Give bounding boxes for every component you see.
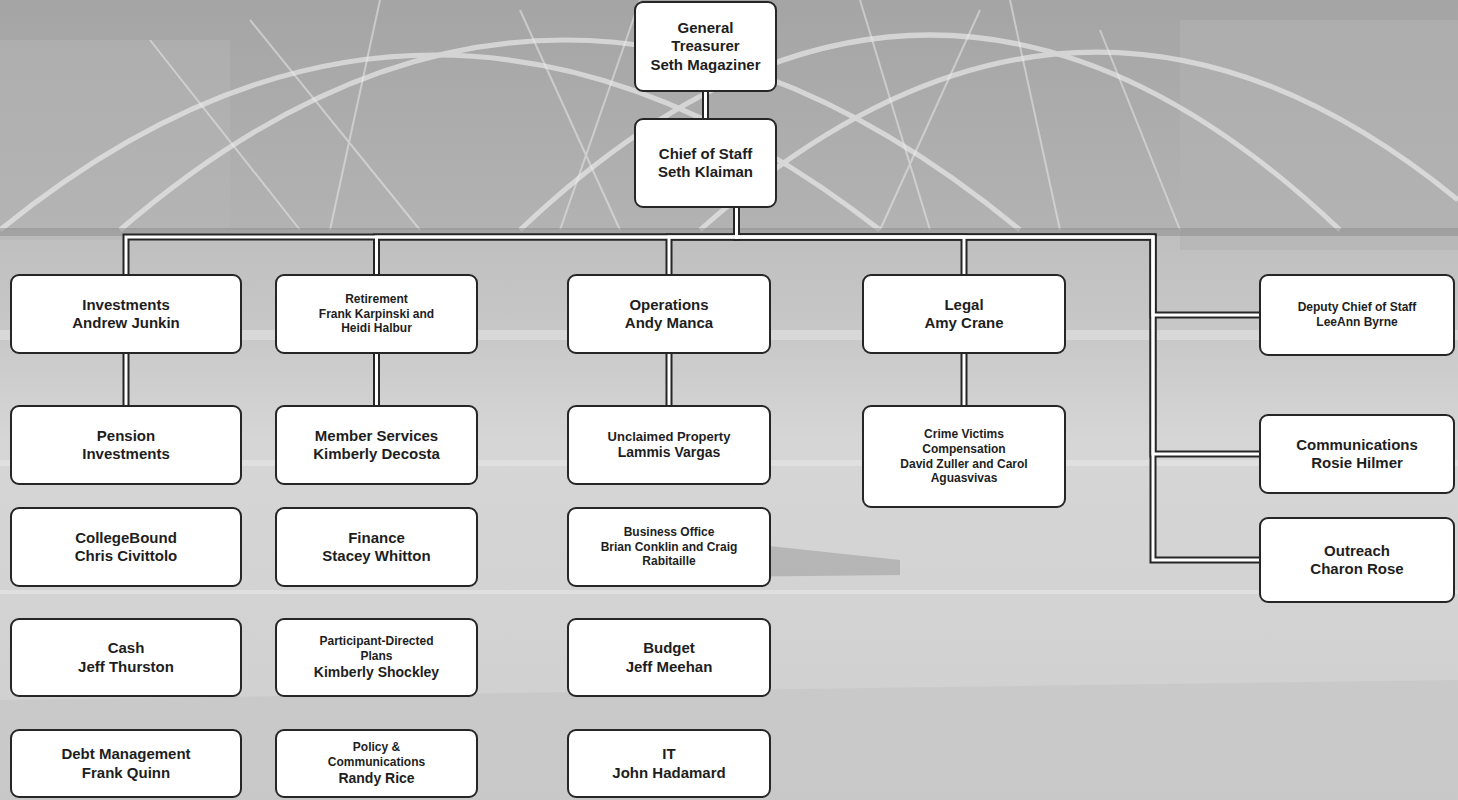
unit-title: CollegeBound xyxy=(75,529,177,547)
person-name: Amy Crane xyxy=(924,314,1003,332)
person-name: John Hadamard xyxy=(612,764,725,782)
unit-title: Unclaimed Property xyxy=(608,429,731,445)
unit-title: Investments xyxy=(82,296,170,314)
person-name: Frank Karpinski and Heidi Halbur xyxy=(304,307,449,336)
org-box: Member ServicesKimberly Decosta xyxy=(275,405,478,485)
unit-title: Finance xyxy=(348,529,405,547)
org-box: InvestmentsAndrew Junkin xyxy=(10,274,242,354)
org-box: FinanceStacey Whitton xyxy=(275,507,478,587)
connector-line xyxy=(669,208,737,274)
unit-title: Participant-Directed Plans xyxy=(307,634,447,663)
person-name: Seth Klaiman xyxy=(658,163,753,181)
unit-title: Crime Victims Compensation xyxy=(899,427,1029,456)
org-box: Business OfficeBrian Conklin and Craig R… xyxy=(567,507,771,587)
org-box: General TreasurerSeth Magaziner xyxy=(634,1,777,92)
org-box: Chief of StaffSeth Klaiman xyxy=(634,118,777,208)
org-box: Debt ManagementFrank Quinn xyxy=(10,729,242,798)
unit-title: Communications xyxy=(1296,436,1418,454)
person-name: Kimberly Shockley xyxy=(314,664,439,681)
org-box: ITJohn Hadamard xyxy=(567,729,771,798)
org-box: CashJeff Thurston xyxy=(10,618,242,697)
person-name: Brian Conklin and Craig Rabitaille xyxy=(594,540,744,569)
org-box: CommunicationsRosie Hilmer xyxy=(1259,414,1455,494)
unit-title: Legal xyxy=(944,296,983,314)
org-box: LegalAmy Crane xyxy=(862,274,1066,354)
connector-outline xyxy=(669,208,737,274)
person-name: Jeff Thurston xyxy=(78,658,174,676)
org-box: RetirementFrank Karpinski and Heidi Halb… xyxy=(275,274,478,354)
org-box: Unclaimed PropertyLammis Vargas xyxy=(567,405,771,485)
person-name: Rosie Hilmer xyxy=(1311,454,1403,472)
connector-line xyxy=(704,92,707,118)
connector-line xyxy=(375,354,378,405)
person-name: LeeAnn Byrne xyxy=(1316,315,1397,330)
unit-title: Business Office xyxy=(624,525,715,540)
unit-title: Debt Management xyxy=(61,745,190,763)
unit-title: IT xyxy=(662,745,675,763)
person-name: Andy Manca xyxy=(625,314,713,332)
person-name: Chris Civittolo xyxy=(75,547,178,565)
org-box: OutreachCharon Rose xyxy=(1259,517,1455,603)
org-box: Pension Investments xyxy=(10,405,242,485)
person-name: Lammis Vargas xyxy=(618,444,721,461)
connector-outline xyxy=(126,208,737,274)
org-box: Participant-Directed PlansKimberly Shock… xyxy=(275,618,478,697)
connector-line xyxy=(377,208,737,274)
unit-title: Policy & Communications xyxy=(322,740,432,769)
org-box: Crime Victims CompensationDavid Zuller a… xyxy=(862,405,1066,508)
unit-title: General Treasurer xyxy=(644,19,767,56)
person-name: Frank Quinn xyxy=(82,764,170,782)
connector-line xyxy=(737,208,965,274)
connector-line xyxy=(126,208,737,274)
connector-outline xyxy=(666,354,673,405)
connector-outline xyxy=(123,354,130,405)
connector-outline xyxy=(377,208,737,274)
person-name: Charon Rose xyxy=(1310,560,1403,578)
connector-line xyxy=(125,354,128,405)
person-name: Seth Magaziner xyxy=(650,56,760,74)
connector-line xyxy=(668,354,671,405)
unit-title: Chief of Staff xyxy=(659,145,752,163)
person-name: Jeff Meehan xyxy=(626,658,713,676)
unit-title: Budget xyxy=(643,639,695,657)
org-box: OperationsAndy Manca xyxy=(567,274,771,354)
connector-outline xyxy=(702,92,709,118)
unit-title: Operations xyxy=(629,296,708,314)
unit-title: Pension Investments xyxy=(71,427,181,464)
connector-line xyxy=(963,354,966,405)
org-box: Deputy Chief of StaffLeeAnn Byrne xyxy=(1259,274,1455,356)
unit-title: Member Services xyxy=(315,427,438,445)
unit-title: Cash xyxy=(108,639,145,657)
connector-outline xyxy=(737,208,1260,560)
person-name: Kimberly Decosta xyxy=(313,445,440,463)
person-name: Randy Rice xyxy=(338,770,414,787)
unit-title: Outreach xyxy=(1324,542,1390,560)
person-name: Andrew Junkin xyxy=(72,314,180,332)
unit-title: Deputy Chief of Staff xyxy=(1298,300,1417,315)
person-name: David Zuller and Carol Aguasvivas xyxy=(889,457,1039,486)
org-box: BudgetJeff Meehan xyxy=(567,618,771,697)
connector-outline xyxy=(373,354,380,405)
connector-line xyxy=(737,208,1260,560)
org-box: Policy & CommunicationsRandy Rice xyxy=(275,729,478,798)
unit-title: Retirement xyxy=(345,292,408,307)
org-box: CollegeBoundChris Civittolo xyxy=(10,507,242,587)
person-name: Stacey Whitton xyxy=(322,547,430,565)
connector-outline xyxy=(961,354,968,405)
connector-outline xyxy=(737,208,965,274)
